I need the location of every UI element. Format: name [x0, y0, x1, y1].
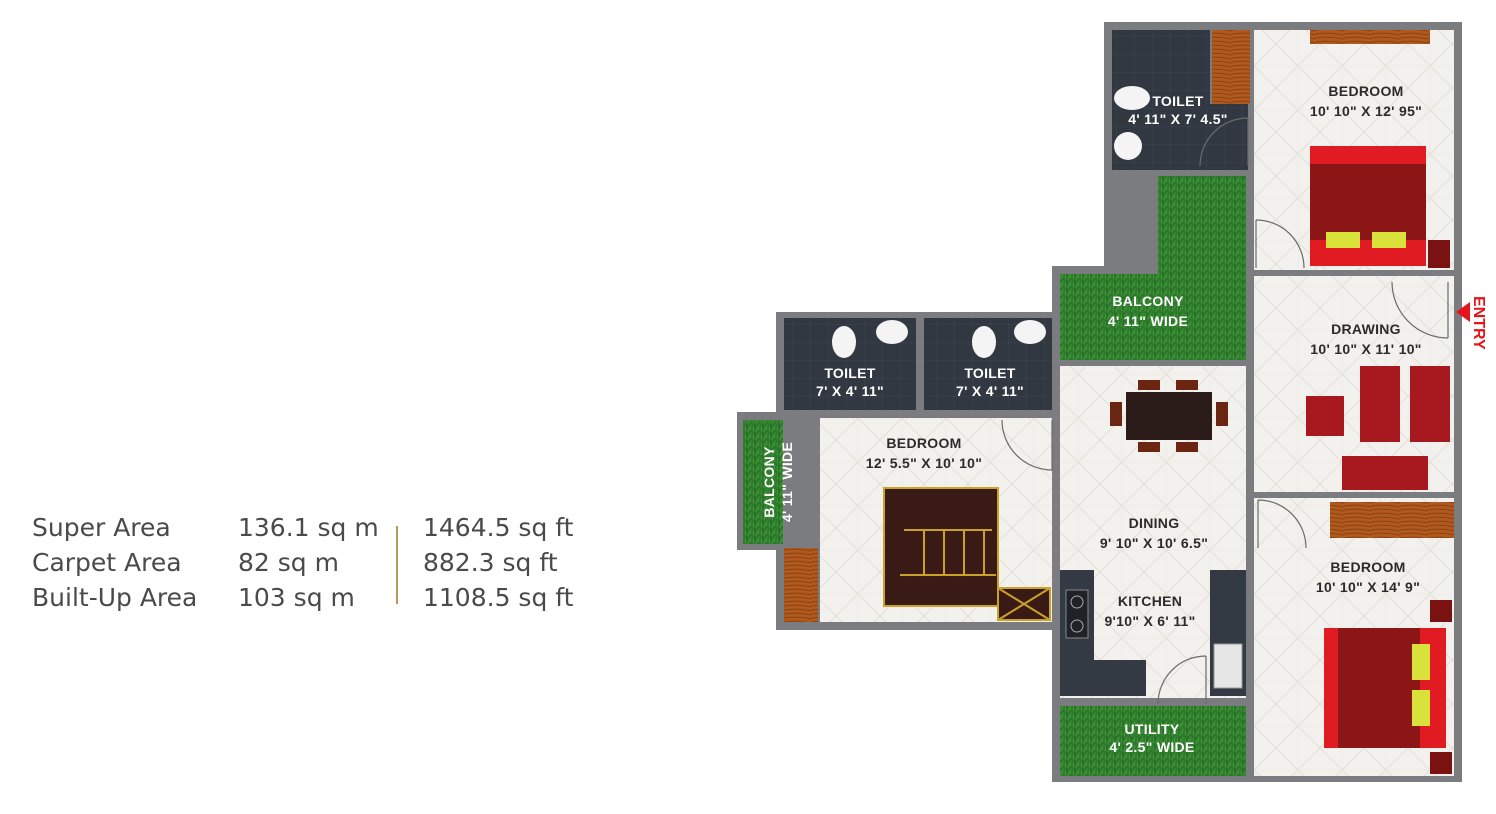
area-row-carpet: Carpet Area 82 sq m 882.3 sq ft — [32, 545, 592, 580]
room-dims-toilet-left2: 7' X 4' 11" — [956, 383, 1024, 399]
room-dims-balcony-mid: 4' 11" WIDE — [1108, 313, 1188, 329]
room-dims-kitchen: 9'10" X 6' 11" — [1104, 613, 1195, 629]
room-name-dining: DINING — [1129, 515, 1180, 531]
room-labels: TOILET 4' 11" X 7' 4.5" BEDROOM 10' 10" … — [761, 83, 1422, 755]
furniture — [832, 86, 1452, 774]
area-summary: Super Area 136.1 sq m 1464.5 sq ft Carpe… — [32, 510, 592, 615]
room-name-balcony-mid: BALCONY — [1112, 293, 1184, 309]
area-divider — [396, 526, 398, 604]
room-dims-utility: 4' 2.5" WIDE — [1109, 739, 1194, 755]
wood-strip-right — [1330, 502, 1454, 538]
area-sqm-value: 82 sq m — [238, 548, 339, 577]
room-dims-toilet-top: 4' 11" X 7' 4.5" — [1128, 111, 1227, 127]
room-dims-bedroom-right: 10' 10" X 14' 9" — [1316, 579, 1420, 595]
room-dims-bedroom-left: 12' 5.5" X 10' 10" — [866, 455, 982, 471]
area-label: Built-Up Area — [32, 583, 198, 612]
room-name-toilet-top: TOILET — [1152, 93, 1203, 109]
room-name-toilet-left1: TOILET — [824, 365, 875, 381]
area-sqft-value: 1464.5 sq ft — [423, 513, 574, 542]
room-dims-balcony-left: 4' 11" WIDE — [779, 442, 795, 522]
entry-label: ENTRY — [1470, 296, 1487, 350]
utility-floor — [1060, 706, 1246, 776]
room-name-drawing: DRAWING — [1331, 321, 1401, 337]
room-name-utility: UTILITY — [1125, 721, 1180, 737]
area-sqft-value: 1108.5 sq ft — [423, 583, 574, 612]
door-swings — [1001, 117, 1449, 705]
entry-marker: ENTRY — [1456, 296, 1487, 350]
room-name-toilet-left2: TOILET — [964, 365, 1015, 381]
area-sqm-value: 103 sq m — [238, 583, 355, 612]
toilet-top-floor-b — [1210, 104, 1248, 170]
wood-strip-top-bedroom — [1310, 30, 1430, 44]
entry-arrow-icon — [1456, 302, 1470, 322]
balcony-left-floor — [743, 420, 783, 544]
balcony-mid-floor — [1158, 176, 1246, 276]
balcony-mid-floor-b — [1060, 274, 1246, 360]
kitchen-counter-bottom — [1060, 660, 1146, 696]
room-name-bedroom-top: BEDROOM — [1328, 83, 1403, 99]
room-name-kitchen: KITCHEN — [1118, 593, 1182, 609]
area-label: Super Area — [32, 513, 171, 542]
wood-strip-left — [784, 548, 818, 622]
room-name-balcony-left: BALCONY — [761, 446, 777, 518]
room-dims-toilet-left1: 7' X 4' 11" — [816, 383, 884, 399]
area-sqft-value: 882.3 sq ft — [423, 548, 558, 577]
area-row-builtup: Built-Up Area 103 sq m 1108.5 sq ft — [32, 580, 592, 615]
room-name-bedroom-left: BEDROOM — [886, 435, 961, 451]
area-label: Carpet Area — [32, 548, 182, 577]
wood-strip-top — [1212, 30, 1250, 104]
room-dims-dining: 9' 10" X 10' 6.5" — [1100, 535, 1208, 551]
area-row-super: Super Area 136.1 sq m 1464.5 sq ft — [32, 510, 592, 545]
area-sqm-value: 136.1 sq m — [238, 513, 379, 542]
room-dims-bedroom-top: 10' 10" X 12' 95" — [1310, 103, 1422, 119]
room-name-bedroom-right: BEDROOM — [1330, 559, 1405, 575]
room-dims-drawing: 10' 10" X 11' 10" — [1310, 341, 1421, 357]
